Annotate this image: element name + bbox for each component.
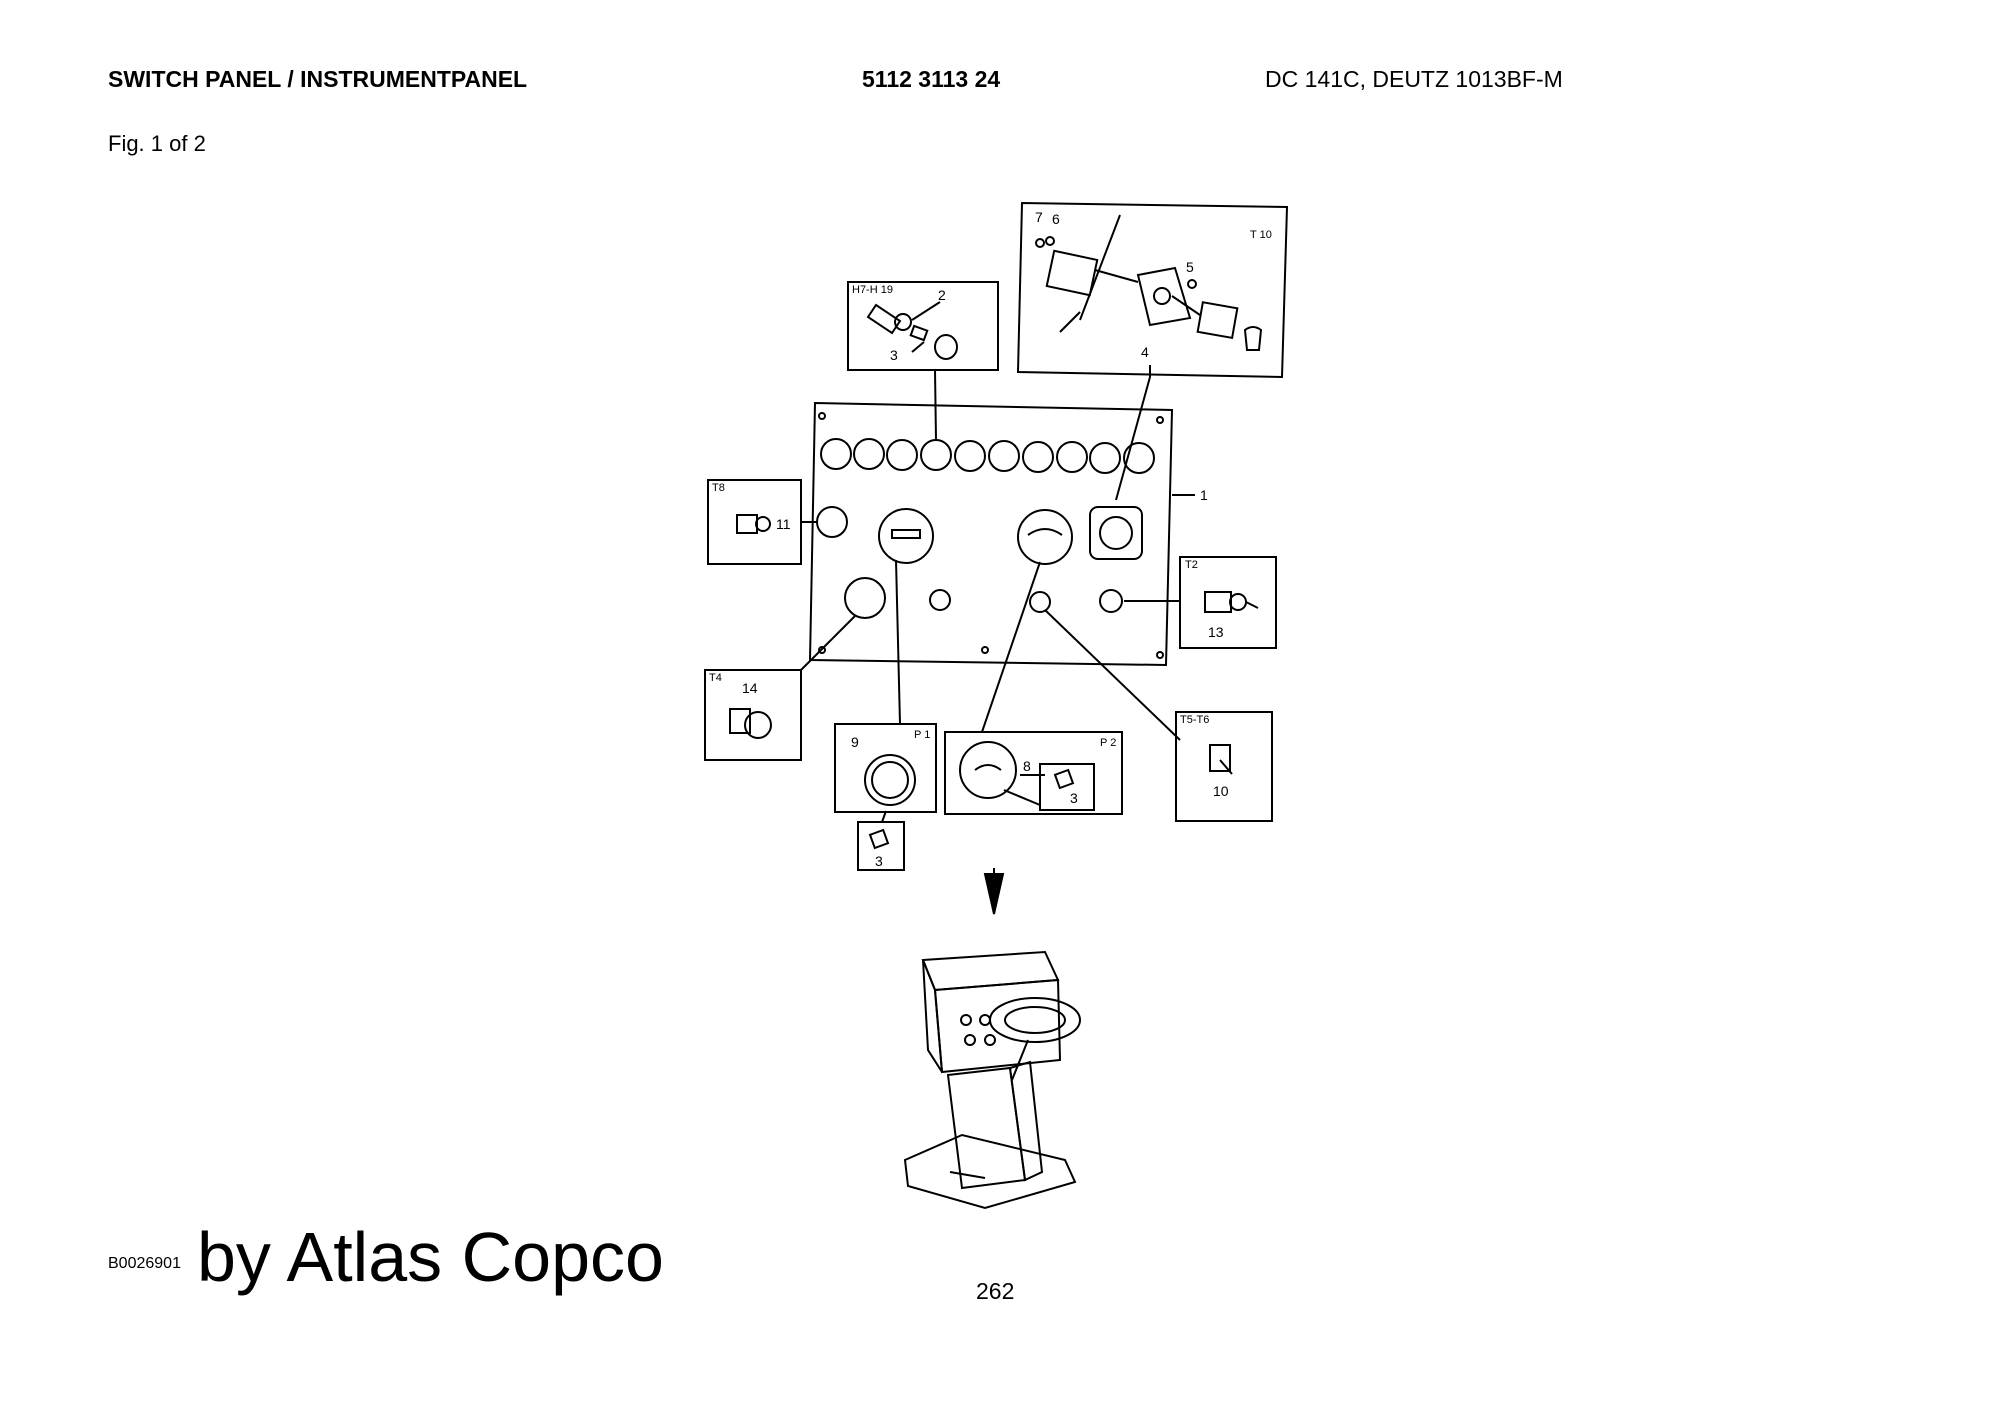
ignition-switch-detail-box (1016, 201, 1289, 379)
tag-t8: T8 (712, 482, 725, 494)
machine-model: DC 141C, DEUTZ 1013BF-M (1265, 66, 1563, 92)
callout-7: 7 (1035, 209, 1043, 225)
key-switch-t2-detail-box (1179, 556, 1277, 649)
operator-console-sketch (903, 950, 1081, 1210)
tag-h7-h19: H7-H 19 (852, 284, 893, 296)
callout-11: 11 (776, 516, 791, 532)
callout-1: 1 (1200, 487, 1208, 503)
tag-t2: T2 (1185, 559, 1198, 571)
tag-p1: P 1 (914, 729, 930, 741)
callout-3: 3 (1070, 790, 1078, 806)
leader-lines (800, 365, 1195, 823)
callout-14: 14 (742, 680, 758, 696)
document-id: B0026901 (108, 1255, 181, 1272)
part-number: 5112 3113 24 (862, 66, 1001, 92)
push-button-t4-detail-box (704, 669, 802, 761)
callout-5: 5 (1186, 259, 1194, 275)
callout-2: 2 (938, 287, 946, 303)
callout-numbers: 1 2 3 3 3 4 5 6 7 8 9 10 11 13 14 (742, 209, 1229, 869)
page-number: 262 (976, 1278, 1015, 1304)
gauge-p2-detail-box (944, 731, 1123, 815)
tag-t10: T 10 (1250, 229, 1272, 241)
direction-arrow (983, 868, 1005, 915)
tag-t4: T4 (709, 672, 722, 684)
brand-text: by Atlas Copco (197, 1218, 664, 1296)
callout-4: 4 (1141, 344, 1149, 360)
page-title: SWITCH PANEL / INSTRUMENTPANEL (108, 66, 528, 92)
main-instrument-panel (808, 401, 1174, 667)
group-tags: T 10 H7-H 19 T8 T2 T4 T5-T6 P 1 P 2 (709, 229, 1272, 749)
callout-8: 8 (1023, 758, 1031, 774)
callout-6: 6 (1052, 211, 1060, 227)
callout-13: 13 (1208, 624, 1224, 640)
tag-t5-t6: T5-T6 (1180, 714, 1209, 726)
figure-label: Fig. 1 of 2 (108, 131, 206, 156)
toggle-switch-t5-t6-detail-box (1175, 711, 1273, 822)
warning-lamp-detail-box (847, 281, 999, 371)
callout-3: 3 (875, 853, 883, 869)
callout-3: 3 (890, 347, 898, 363)
callout-10: 10 (1213, 783, 1229, 799)
callout-9: 9 (851, 734, 859, 750)
tag-p2: P 2 (1100, 737, 1116, 749)
